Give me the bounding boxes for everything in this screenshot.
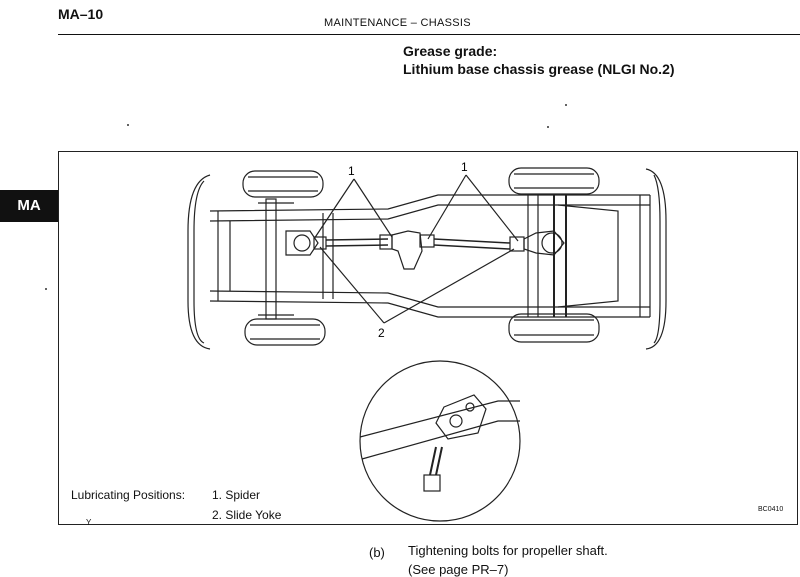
front-bumper (187, 174, 211, 350)
rear-bumper (645, 168, 667, 350)
tire-front-right (244, 318, 326, 346)
grease-grade-value: Lithium base chassis grease (NLGI No.2) (403, 61, 675, 77)
scan-speck (547, 126, 549, 128)
page-number: MA–10 (58, 6, 104, 22)
lubricating-positions-label: Lubricating Positions: (71, 488, 186, 502)
detail-circle (359, 360, 521, 522)
transfer-case (391, 230, 423, 270)
tire-rear-left (508, 167, 600, 195)
step-text: Tightening bolts for propeller shaft. (408, 543, 608, 558)
grease-grade-label: Grease grade: (403, 43, 498, 59)
section-title: MAINTENANCE – CHASSIS (324, 17, 471, 29)
position-slide-yoke: 2. Slide Yoke (212, 508, 282, 522)
step-reference: (See page PR–7) (408, 562, 509, 577)
chassis-diagram: 1 1 2 (187, 160, 667, 522)
figure-code: BC0410 (758, 506, 784, 513)
callout-1-rear: 1 (461, 160, 468, 174)
scan-speck (45, 288, 47, 290)
center-spider (419, 234, 435, 248)
front-slide-yoke (379, 234, 393, 250)
detail-spider (435, 394, 487, 440)
scan-speck (565, 104, 567, 106)
scan-speck (127, 124, 129, 126)
frame-rail-top (209, 194, 650, 212)
front-spider (313, 236, 327, 250)
grease-gun-nozzle (423, 474, 441, 492)
corner-mark: Y (86, 518, 92, 527)
header-rule (58, 34, 800, 35)
figure-frame (58, 151, 798, 525)
step-letter: (b) (369, 545, 385, 560)
callout-1-front: 1 (348, 164, 355, 178)
frame-rail-bottom (209, 290, 650, 308)
callout-2: 2 (378, 326, 385, 340)
section-tab: MA (0, 190, 58, 222)
rear-differential (523, 230, 565, 256)
tire-front-left (242, 170, 324, 198)
position-spider: 1. Spider (212, 488, 261, 502)
tire-rear-right (508, 313, 600, 343)
